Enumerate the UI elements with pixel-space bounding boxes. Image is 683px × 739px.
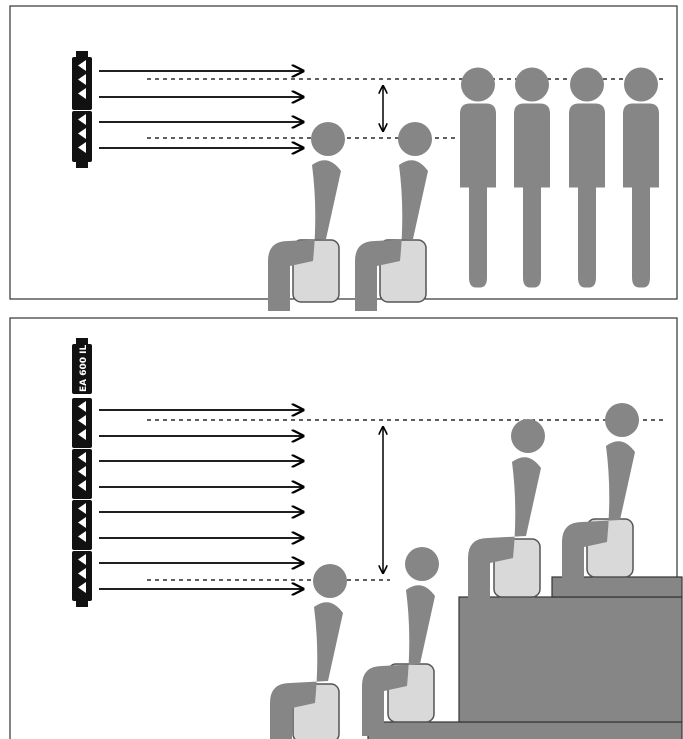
sound-arrows [99,410,303,589]
riser-step [458,596,683,723]
driver-triangles [78,401,86,593]
speaker-column: EA 600 IL [72,338,92,607]
risers [367,576,683,739]
panel-raked-seating: EA 600 IL [9,317,683,739]
panel-flat-floor [9,5,678,311]
speaker-column [72,51,92,168]
speaker-label: EA 600 IL [79,344,89,392]
riser-step [367,721,683,739]
ear-height-lines [147,419,665,581]
driver-triangles [78,60,86,153]
sound-arrows [99,71,303,148]
panel-frame [9,5,678,300]
speaker-label-plate [72,344,92,394]
